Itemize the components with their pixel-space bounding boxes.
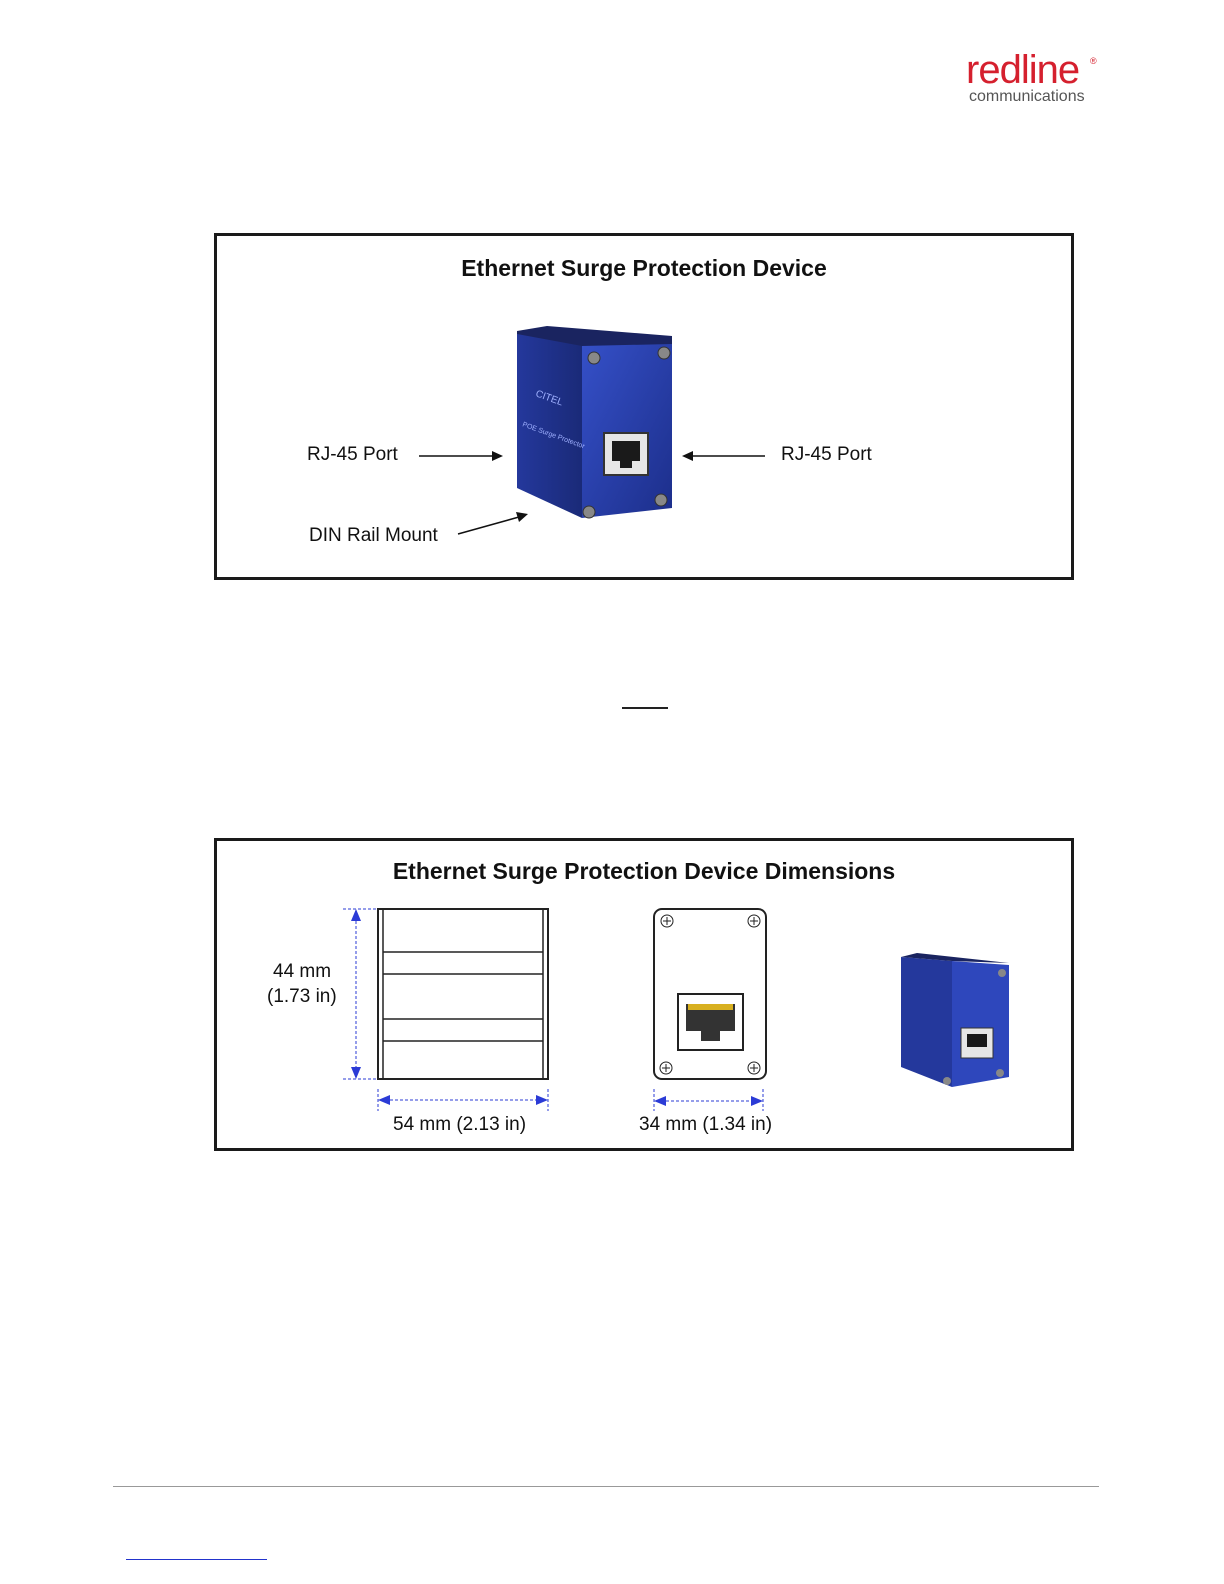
label-rj45-left: RJ-45 Port [307,444,398,466]
screw-icon [583,506,595,518]
device-front-panel [582,344,672,518]
footer-divider [113,1486,1099,1487]
logo-wordmark: redline [966,50,1079,90]
arrow-din-mount [458,517,519,534]
footer-link[interactable] [126,1559,267,1560]
screw-icon [588,352,600,364]
dimension-drawing [217,841,1077,1154]
screw-icon [655,494,667,506]
screw-icon [658,347,670,359]
device-photo-small [901,953,1009,1087]
figure-surge-device: Ethernet Surge Protection Device CITEL [214,233,1074,580]
figure-surge-device-dimensions: Ethernet Surge Protection Device Dimensi… [214,838,1074,1151]
width-label: 34 mm (1.34 in) [639,1114,772,1136]
height-imperial-label: (1.73 in) [267,986,337,1008]
logo-registered-mark: ® [1090,56,1097,66]
length-label: 54 mm (2.13 in) [393,1114,526,1136]
height-metric-label: 44 mm [273,961,331,983]
logo-tagline: communications [969,88,1085,106]
redline-logo: redline ® communications [966,50,1106,110]
underline-mark [622,707,668,709]
side-view-outline [378,909,548,1079]
label-din-rail-mount: DIN Rail Mount [309,525,438,547]
label-rj45-right: RJ-45 Port [781,444,872,466]
